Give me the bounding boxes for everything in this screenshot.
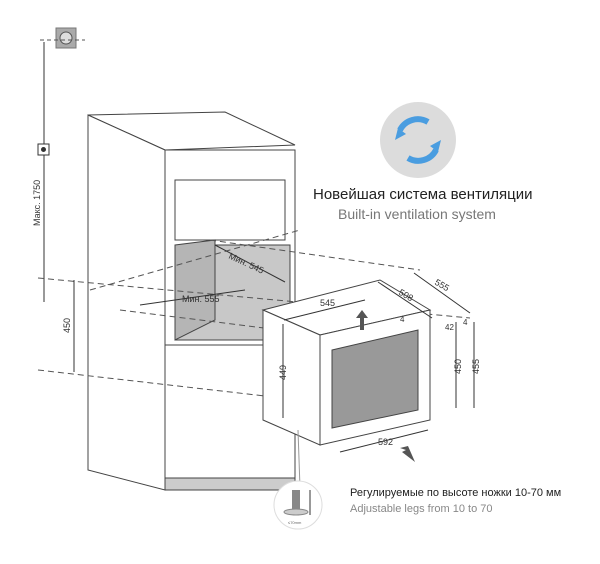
total-depth-label: 555 (433, 277, 451, 293)
niche-height-label: 450 (62, 318, 72, 333)
wine-cooler (261, 279, 432, 446)
gap-b-label: 42 (445, 323, 454, 332)
power-socket-icon (55, 27, 77, 49)
ventilation-title-ru: Новейшая система вентиляции (313, 186, 533, 203)
cabinet (87, 111, 296, 491)
leg-icon-label: ≤70mm (288, 520, 302, 525)
plug-icon (37, 143, 50, 156)
air-flow-arrow-in (400, 446, 415, 462)
niche-width-label: Мин. 555 (182, 294, 220, 304)
legs-title-en: Adjustable legs from 10 to 70 (350, 503, 493, 515)
unit-width-label: 545 (320, 298, 335, 308)
total-height-label: 455 (471, 359, 481, 374)
front-width-label: 592 (378, 437, 393, 447)
gap-a-label: 4 (400, 315, 405, 324)
max-height-label: Макс. 1750 (32, 180, 42, 226)
ventilation-title-en: Built-in ventilation system (338, 206, 496, 222)
gap-c-label: 4 (463, 318, 468, 327)
adjustable-leg-icon: ≤70mm (273, 480, 323, 530)
unit-height-side-label: 449 (278, 365, 288, 380)
legs-title-ru: Регулируемые по высоте ножки 10-70 мм (350, 487, 562, 499)
air-flow-arrow-up (356, 310, 368, 330)
rotate-arrows-icon (380, 102, 456, 178)
unit-height-front-label: 450 (453, 359, 463, 374)
